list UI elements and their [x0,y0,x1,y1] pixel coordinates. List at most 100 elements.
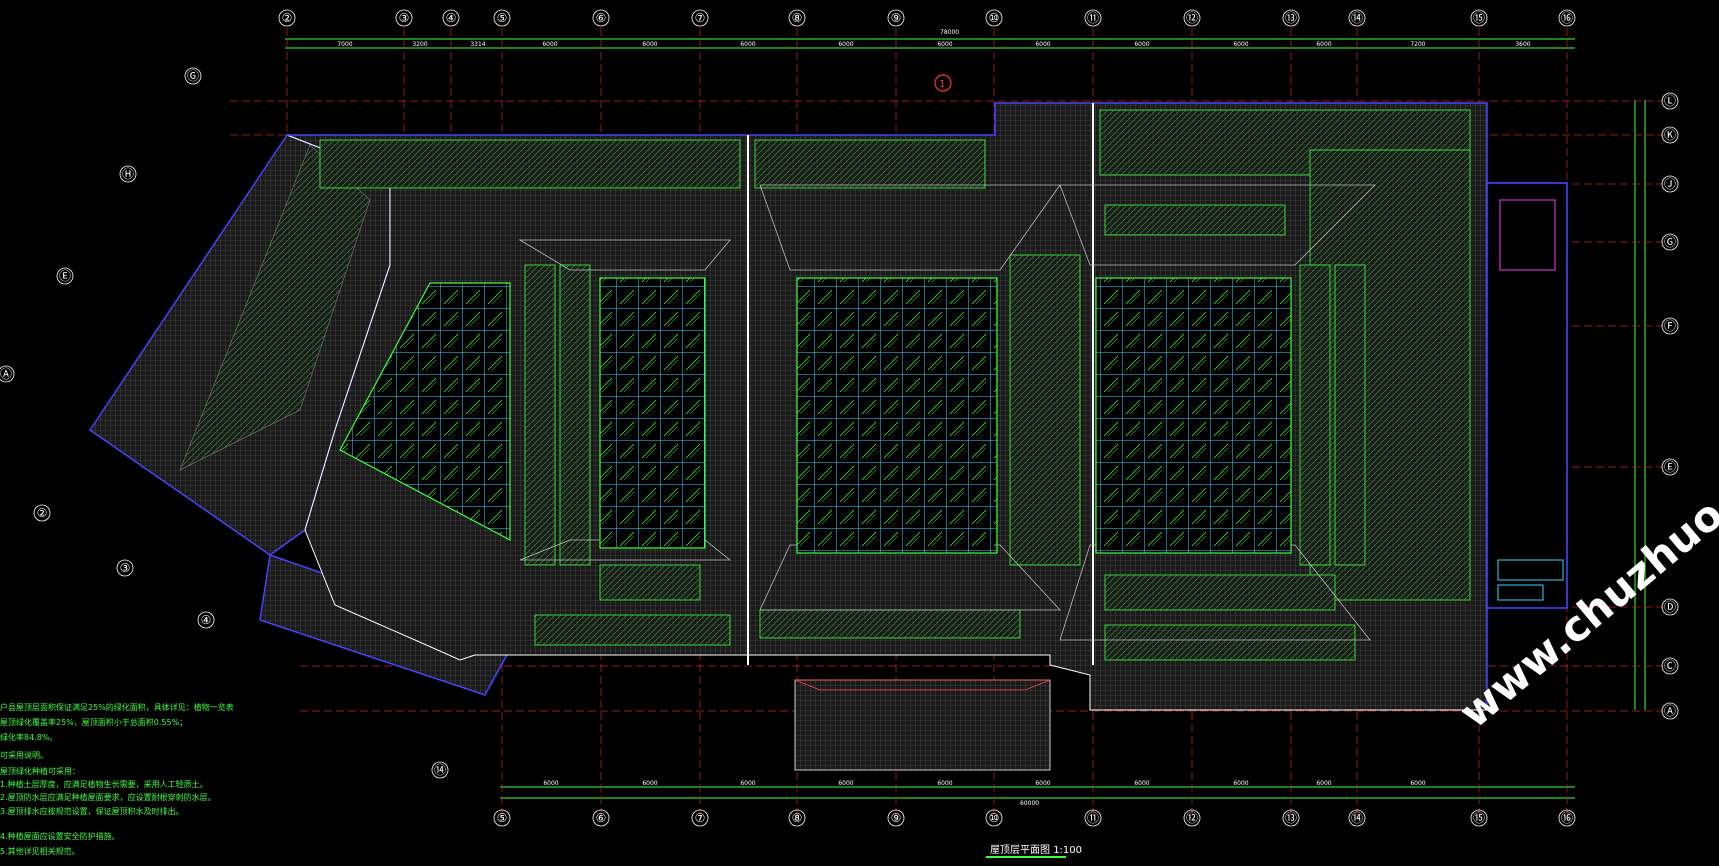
left-axis-label: Ⓔ [59,269,71,283]
design-note-line: 可采用说明。 [0,751,48,760]
design-note-line: 4.种植屋面应设置安全防护措施。 [0,832,120,841]
top-axis-label-bubble [691,9,709,27]
left-axis-label-bubble [56,267,74,285]
top-axis-label-bubble [493,9,511,27]
bottom-dimension-text: 6000 [1410,780,1425,787]
left-axis-label-bubble [184,67,202,85]
top-dimension-text: 6000 [740,41,755,48]
title-underline [986,856,1066,858]
right-axis-label-bubble [1661,657,1679,675]
top-axis-label: ④ [446,11,457,25]
top-axis-label: ⑬ [1285,11,1297,25]
right-axis-label: Ⓒ [1664,659,1676,673]
bottom-dimension-text: 6000 [1035,780,1050,787]
top-axis-label: ⑥ [596,11,607,25]
design-note-line: 5.其他详见相关规范。 [0,847,80,856]
top-dimension-text: 6000 [838,41,853,48]
top-axis-label-bubble [1282,9,1300,27]
top-axis-label-bubble [1084,9,1102,27]
bottom-axis-label-bubble [1084,809,1102,827]
bottom-dimension-text: 6000 [937,780,952,787]
bottom-axis-label: ⑪ [1087,811,1099,825]
top-axis-label-bubble [887,9,905,27]
top-axis-label-bubble [1183,9,1201,27]
top-axis-label: ⑭ [1351,11,1363,25]
green-planting-areas [319,109,1471,661]
top-dimension-text: 6000 [642,41,657,48]
overall-dimension: 78000 [940,29,959,36]
bottom-axis-label: ⑭ [1351,811,1363,825]
entrance-canopy [794,679,1051,771]
bottom-dimension-text: 6000 [838,780,853,787]
top-dimension-text: 6000 [1316,41,1331,48]
top-dimension-text: 6000 [1233,41,1248,48]
bottom-axis-label: ⑫ [1186,811,1198,825]
left-axis-label-bubble [197,611,215,629]
top-dimension-text: 3200 [412,41,427,48]
section-marker[interactable]: 1 [934,74,952,92]
top-axis-label: ③ [399,11,410,25]
top-axis-label: ⑫ [1186,11,1198,25]
bottom-axis-label: ⑦ [695,811,706,825]
bottom-axis-label: ⑥ [596,811,607,825]
top-axis-label-bubble [1348,9,1366,27]
design-note-line: 屋顶绿化覆盖率25%，屋顶面积小于总面积0.55%； [0,718,188,727]
top-axis-label: ⑨ [891,11,902,25]
top-axis-label-bubble [395,9,413,27]
left-axis-label-bubble [431,761,449,779]
svg-text:1: 1 [939,79,945,90]
right-axis-label: Ⓛ [1664,94,1676,108]
drawing-title: 屋顶层平面图 1:100 [990,841,1082,856]
bottom-axis-label: ⑧ [792,811,803,825]
bottom-axis-label-bubble [1282,809,1300,827]
design-note-line: 1.种植土层厚度，应满足植物生长需要，采用人工轻质土。 [0,780,208,789]
bottom-axis-label-bubble [493,809,511,827]
left-axis-label-bubble [33,504,51,522]
skylight-glass-grids [339,277,1292,554]
right-axis-label: Ⓙ [1664,177,1676,191]
right-axis-label-bubble [1661,126,1679,144]
bottom-axis-label-bubble [691,809,709,827]
bottom-axis-label: ⑬ [1285,811,1297,825]
skylight-frames [518,184,1376,641]
left-axis-label-bubble [119,165,137,183]
top-axis-label: ⑪ [1087,11,1099,25]
right-axis-label: Ⓐ [1664,704,1676,718]
left-axis-label-bubble [116,559,134,577]
top-axis-label-bubble [278,9,296,27]
top-axis-label-bubble [592,9,610,27]
top-axis-label: ⑮ [1473,11,1485,25]
top-dimension-text: 6000 [1035,41,1050,48]
right-axis-label-bubble [1661,702,1679,720]
right-axis-label: Ⓔ [1664,460,1676,474]
right-dimension-lines [1634,100,1646,710]
left-axis-label: Ⓗ [122,167,134,181]
right-axis-label-bubble [1661,458,1679,476]
top-axis-label: ⑤ [497,11,508,25]
bottom-dimension-text: 6000 [543,780,558,787]
top-axis-label: ⑦ [695,11,706,25]
right-axis-label: Ⓓ [1664,600,1676,614]
bottom-dimension-lines [500,786,1575,799]
bottom-axis-label-bubble [1183,809,1201,827]
top-axis-label: ⑧ [792,11,803,25]
top-dimension-text: 7200 [1410,41,1425,48]
left-axis-label: Ⓖ [187,69,199,83]
top-axis-label-bubble [985,9,1003,27]
top-axis-label-bubble [1558,9,1576,27]
design-note-line: 户县屋顶层面积保证满足25%的绿化面积，具体详见：植物一览表 [0,703,234,712]
design-note-line: 3.屋顶排水应按规范设置，保证屋顶积水及时排出。 [0,807,184,816]
bottom-axis-label-bubble [887,809,905,827]
bottom-dimension-text: 6000 [1134,780,1149,787]
bottom-dimension-text: 6000 [1233,780,1248,787]
top-axis-label: ⑩ [989,11,1000,25]
top-axis-label-bubble [442,9,460,27]
right-equipment-zone [1486,182,1568,609]
bottom-axis-label-bubble [1558,809,1576,827]
bottom-overall-dimension: 60000 [1020,800,1039,807]
